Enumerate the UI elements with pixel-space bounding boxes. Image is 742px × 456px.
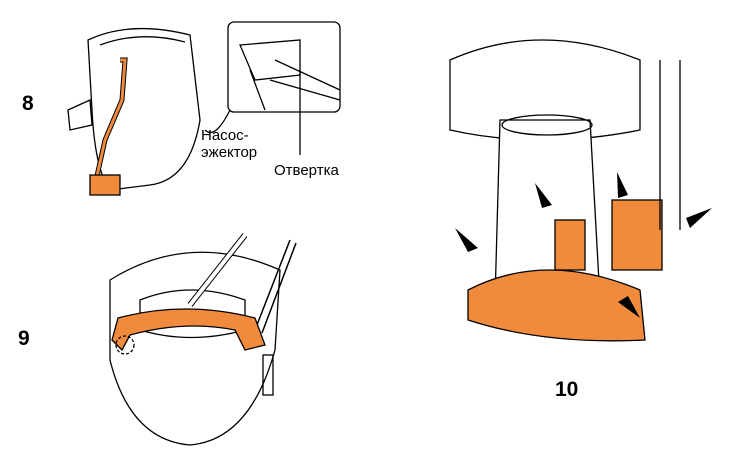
step-number-8: 8 bbox=[22, 92, 34, 115]
pump-label: Насос- эжектор bbox=[201, 127, 257, 161]
step-number-9: 9 bbox=[18, 327, 30, 350]
pump-label-line1: Насос- bbox=[201, 127, 249, 144]
figure-9-pump-bracket bbox=[109, 233, 297, 446]
step-number-10: 10 bbox=[555, 378, 579, 401]
screwdriver-label: Отвертка bbox=[274, 162, 339, 179]
pump-label-line2: эжектор bbox=[201, 144, 258, 161]
figure-8-fuel-pump bbox=[67, 21, 341, 196]
figure-10-pump-removal bbox=[449, 39, 712, 342]
